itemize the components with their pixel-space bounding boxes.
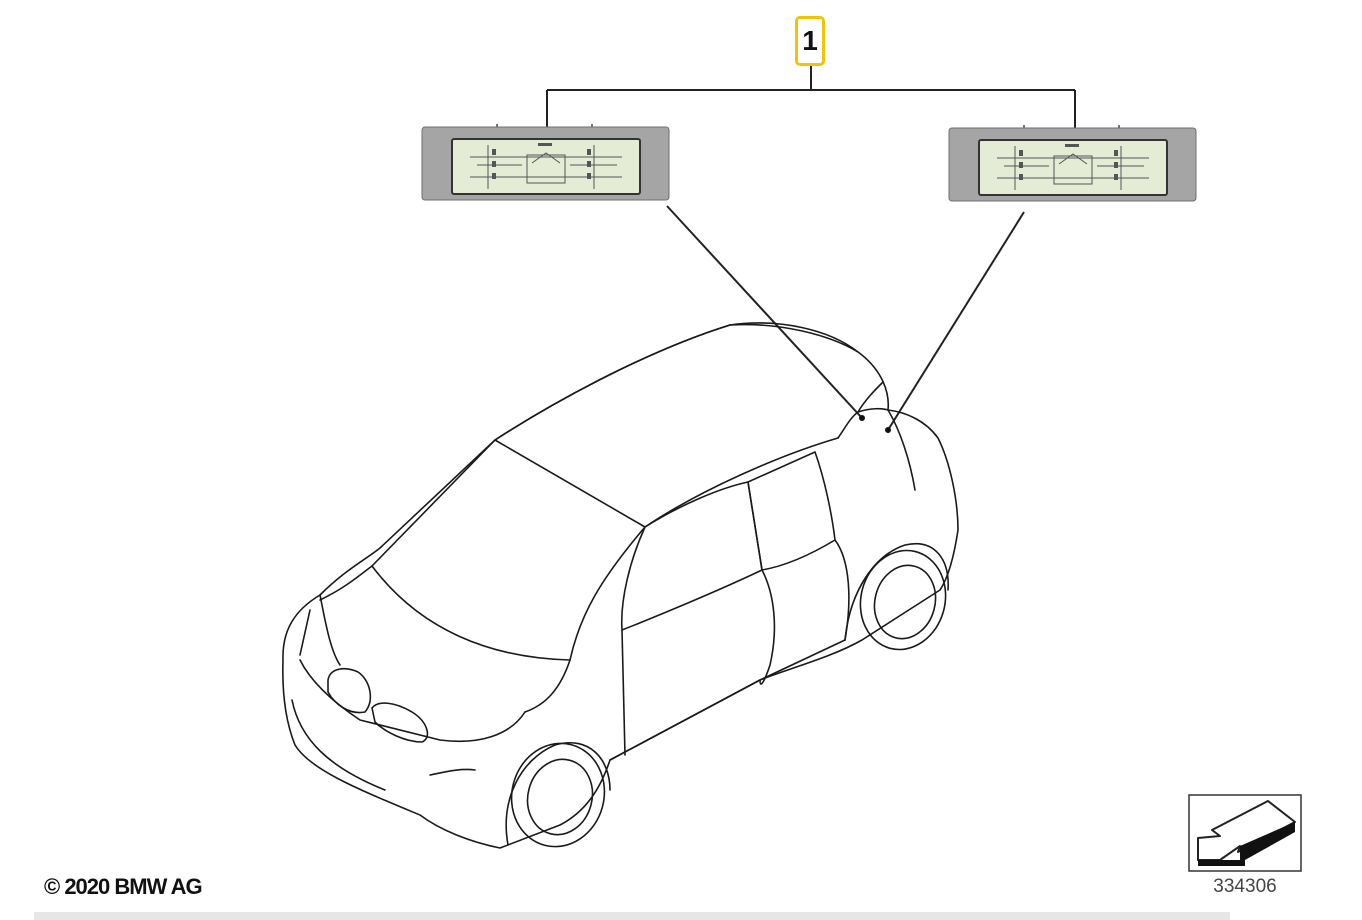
- diagram-number: 334306: [1213, 876, 1277, 897]
- license-plate-lamp-icon[interactable]: [948, 125, 1197, 202]
- lamp-leader-lines: [666, 205, 1025, 431]
- copyright-notice: © 2020 BMW AG: [44, 874, 203, 899]
- mounting-point-left: [859, 415, 865, 421]
- bottom-divider: [34, 912, 1230, 920]
- car-outline-icon: [282, 322, 959, 849]
- part-number-callout[interactable]: 1: [795, 16, 825, 66]
- direction-arrow-icon: [1188, 794, 1302, 872]
- callout-bracket: [546, 66, 1076, 128]
- mounting-point-right: [885, 427, 891, 433]
- license-plate-lamp-icon[interactable]: [421, 124, 670, 201]
